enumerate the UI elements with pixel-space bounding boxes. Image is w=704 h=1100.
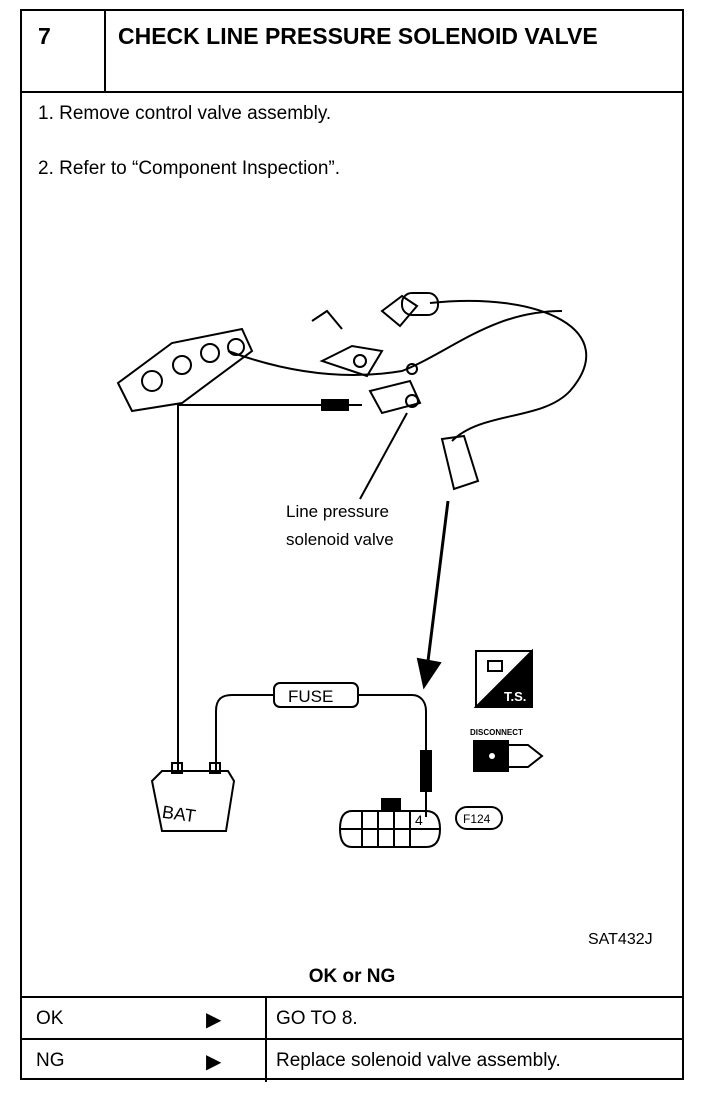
connector-id: F124 bbox=[463, 812, 491, 826]
terminal-number: 4 bbox=[415, 812, 423, 828]
result-row-ok: OK ▶ GO TO 8. bbox=[22, 996, 682, 1040]
ts-label: T.S. bbox=[504, 689, 526, 704]
row-divider bbox=[265, 1040, 267, 1082]
instruction-1: 1. Remove control valve assembly. bbox=[38, 103, 332, 124]
disconnect-label: DISCONNECT bbox=[470, 728, 523, 737]
condition-ng: NG bbox=[36, 1050, 65, 1071]
fuse-label: FUSE bbox=[288, 687, 333, 706]
wiring-diagram: Line pressure solenoid valve FUSE BAT 4 … bbox=[116, 292, 588, 848]
instruction-2: 2. Refer to “Component Inspection”. bbox=[38, 158, 341, 179]
decision-prompt: OK or NG bbox=[308, 966, 396, 987]
step-number: 7 bbox=[22, 11, 106, 91]
figure-code: SAT432J bbox=[588, 931, 653, 948]
inspection-step-card: 7 CHECK LINE PRESSURE SOLENOID VALVE 1. … bbox=[20, 9, 684, 1082]
battery-label: BAT bbox=[161, 802, 197, 826]
result-row-ng: NG ▶ Replace solenoid valve assembly. bbox=[22, 1038, 682, 1082]
right-triangle-icon: ▶ bbox=[206, 1009, 222, 1031]
action-ng: Replace solenoid valve assembly. bbox=[276, 1050, 561, 1071]
callout-line-1: Line pressure bbox=[286, 502, 389, 521]
row-divider bbox=[265, 998, 267, 1040]
control-valve-illustration bbox=[116, 292, 588, 491]
action-ok: GO TO 8. bbox=[276, 1008, 358, 1029]
callout-line-2: solenoid valve bbox=[286, 530, 394, 549]
right-triangle-icon: ▶ bbox=[206, 1051, 222, 1073]
step-header: 7 CHECK LINE PRESSURE SOLENOID VALVE bbox=[22, 11, 682, 93]
step-title: CHECK LINE PRESSURE SOLENOID VALVE bbox=[118, 23, 598, 49]
condition-ok: OK bbox=[36, 1008, 64, 1029]
